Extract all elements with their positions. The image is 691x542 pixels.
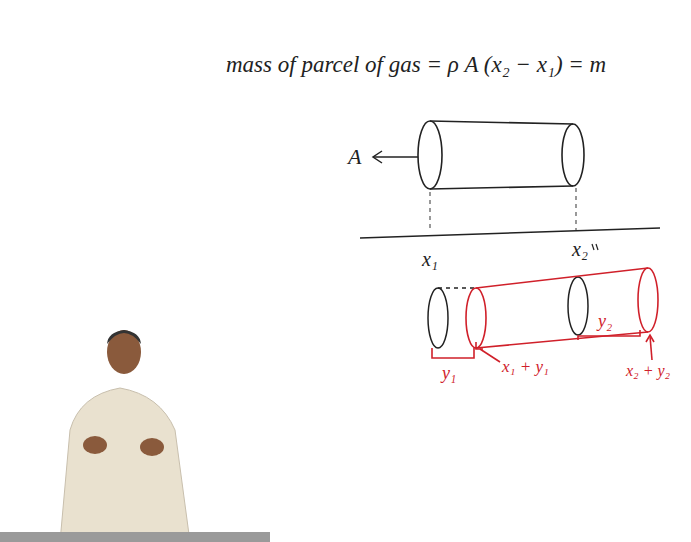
tick xyxy=(592,244,594,250)
position-label: x₁ xyxy=(422,248,438,270)
dashed-line xyxy=(429,192,430,232)
position-label: x₂ xyxy=(572,238,588,260)
lecturer-hair xyxy=(107,330,141,344)
leader-line xyxy=(480,349,500,362)
arrow-head xyxy=(373,151,382,163)
tick xyxy=(596,244,598,250)
position-label: x₁ + y₁ xyxy=(502,358,549,377)
cylinder-side xyxy=(476,268,648,288)
cylinder-end xyxy=(418,121,442,189)
cylinder-side xyxy=(430,186,573,189)
displacement-label: y₂ xyxy=(598,312,612,332)
original-position xyxy=(428,277,588,348)
dashed-line xyxy=(438,287,476,289)
bracket xyxy=(578,330,640,340)
arrow-head xyxy=(476,342,483,349)
dashed-line xyxy=(575,188,576,230)
lecturer-hand xyxy=(140,438,164,456)
cylinder xyxy=(418,121,584,189)
axis-line xyxy=(360,228,660,238)
area-arrow xyxy=(373,151,418,163)
cylinder-end xyxy=(562,124,584,186)
projection-lines xyxy=(430,188,576,232)
cylinder-end xyxy=(568,277,588,335)
cylinder-side xyxy=(476,332,648,348)
equation-text: mass of parcel of gas = ρ A (x₂ − x₁) = … xyxy=(226,52,606,77)
arrow-head xyxy=(646,335,654,342)
cylinder-end xyxy=(638,268,658,332)
displaced-cylinder xyxy=(432,268,658,362)
leader-line xyxy=(650,336,652,360)
position-label: x₂ + y₂ xyxy=(626,362,670,380)
lecturer-body xyxy=(60,388,190,542)
cylinder-end xyxy=(466,288,486,348)
arrow-shaft xyxy=(374,156,418,158)
lecturer xyxy=(0,330,270,542)
displacement-label: y₁ xyxy=(442,364,456,384)
tick-marks xyxy=(592,244,598,250)
lectern xyxy=(0,532,270,542)
cylinder-side xyxy=(430,121,573,124)
cylinder-end xyxy=(428,288,448,348)
bracket xyxy=(432,348,474,358)
lecturer-head xyxy=(107,330,141,374)
area-label: A xyxy=(348,145,361,169)
lecturer-hand xyxy=(83,436,107,454)
